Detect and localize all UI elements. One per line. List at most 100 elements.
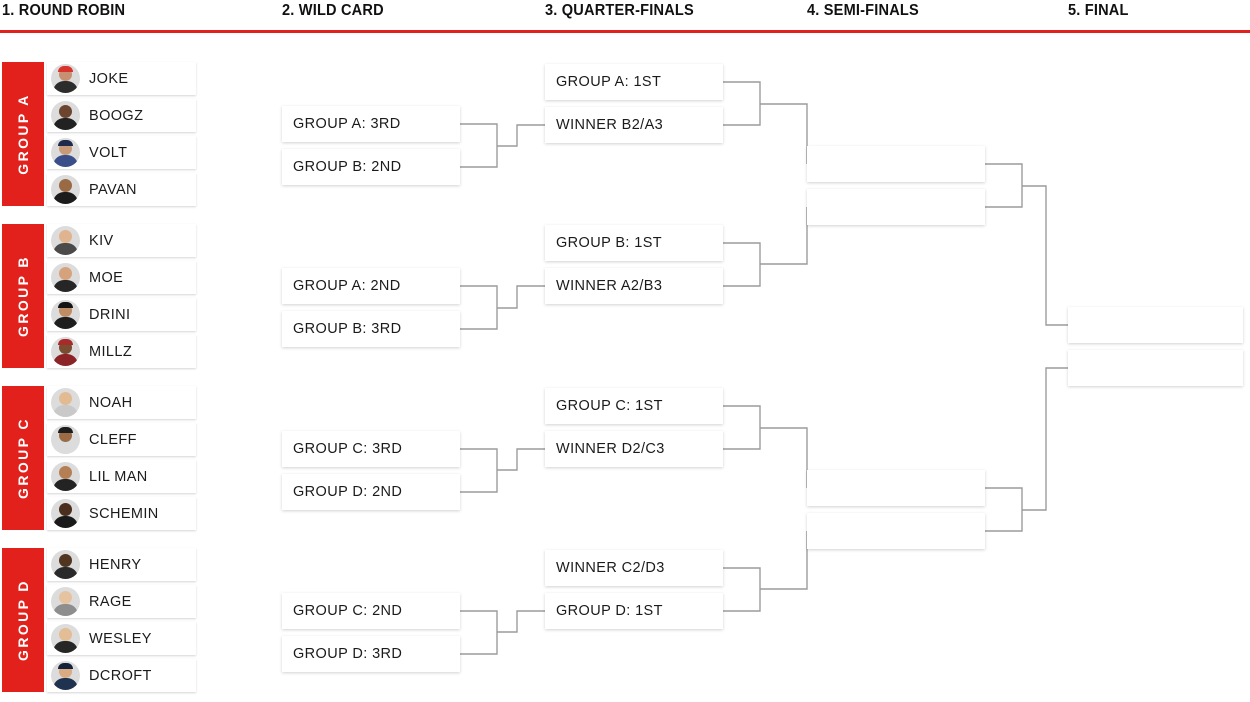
quarterfinal-slot-2[interactable]: WINNER B2/A3: [545, 107, 723, 143]
player-avatar: [51, 587, 80, 616]
group-panel-4: GROUP D HENRY RAGE WESLEY DCROFT: [2, 548, 196, 692]
player-name: BOOGZ: [89, 107, 144, 124]
player-avatar: [51, 624, 80, 653]
quarterfinal-slot-1[interactable]: GROUP A: 1ST: [545, 64, 723, 100]
match-slot-label: GROUP D: 1ST: [556, 603, 663, 619]
group-tab-label: GROUP A: [15, 93, 31, 175]
player-row[interactable]: RAGE: [47, 585, 196, 618]
player-avatar: [51, 64, 80, 93]
quarterfinal-slot-3[interactable]: GROUP B: 1ST: [545, 225, 723, 261]
match-slot-label: GROUP D: 3RD: [293, 646, 403, 662]
final-slot-1[interactable]: [1068, 307, 1243, 343]
semifinal-slot-1[interactable]: [807, 146, 985, 182]
group-player-list: KIV MOE DRINI MILLZ: [47, 224, 196, 368]
wildcard-slot-3[interactable]: GROUP A: 2ND: [282, 268, 460, 304]
player-row[interactable]: BOOGZ: [47, 99, 196, 132]
group-player-list: HENRY RAGE WESLEY DCROFT: [47, 548, 196, 692]
player-name: LIL MAN: [89, 468, 148, 485]
group-panel-1: GROUP A JOKE BOOGZ VOLT PAVAN: [2, 62, 196, 206]
player-avatar: [51, 300, 80, 329]
player-avatar: [51, 337, 80, 366]
player-name: PAVAN: [89, 181, 137, 198]
match-slot-label: GROUP A: 2ND: [293, 278, 401, 294]
match-slot-label: GROUP B: 1ST: [556, 235, 663, 251]
player-avatar: [51, 101, 80, 130]
player-name: KIV: [89, 232, 114, 249]
semifinal-slot-3[interactable]: [807, 470, 985, 506]
match-slot-label: GROUP D: 2ND: [293, 484, 403, 500]
player-row[interactable]: PAVAN: [47, 173, 196, 206]
player-name: CLEFF: [89, 431, 137, 448]
group-panel-2: GROUP B KIV MOE DRINI MILLZ: [2, 224, 196, 368]
player-name: MILLZ: [89, 343, 133, 360]
quarterfinal-slot-6[interactable]: WINNER D2/C3: [545, 431, 723, 467]
player-name: NOAH: [89, 394, 133, 411]
player-row[interactable]: SCHEMIN: [47, 497, 196, 530]
player-name: MOE: [89, 269, 124, 286]
wildcard-slot-7[interactable]: GROUP C: 2ND: [282, 593, 460, 629]
player-name: VOLT: [89, 144, 128, 161]
round-header-4: 4. SEMI-FINALS: [807, 2, 919, 19]
player-row[interactable]: JOKE: [47, 62, 196, 95]
match-slot-label: GROUP C: 1ST: [556, 398, 663, 414]
group-tab-label: GROUP B: [15, 255, 31, 337]
player-name: DRINI: [89, 306, 131, 323]
player-avatar: [51, 550, 80, 579]
player-row[interactable]: WESLEY: [47, 622, 196, 655]
player-name: JOKE: [89, 70, 129, 87]
player-row[interactable]: DRINI: [47, 298, 196, 331]
semifinal-slot-2[interactable]: [807, 189, 985, 225]
wildcard-slot-4[interactable]: GROUP B: 3RD: [282, 311, 460, 347]
player-avatar: [51, 388, 80, 417]
group-tab-label: GROUP C: [15, 417, 31, 499]
group-tab-1: GROUP A: [2, 62, 44, 206]
quarterfinal-slot-5[interactable]: GROUP C: 1ST: [545, 388, 723, 424]
match-slot-label: GROUP A: 3RD: [293, 116, 401, 132]
header-divider-rule: [0, 30, 1250, 33]
player-avatar: [51, 499, 80, 528]
player-name: DCROFT: [89, 667, 152, 684]
group-tab-label: GROUP D: [15, 579, 31, 661]
round-header-2: 2. WILD CARD: [282, 2, 384, 19]
player-avatar: [51, 175, 80, 204]
round-header-5: 5. FINAL: [1068, 2, 1129, 19]
wildcard-slot-8[interactable]: GROUP D: 3RD: [282, 636, 460, 672]
player-name: HENRY: [89, 556, 142, 573]
wildcard-slot-6[interactable]: GROUP D: 2ND: [282, 474, 460, 510]
player-name: SCHEMIN: [89, 505, 159, 522]
semifinal-slot-4[interactable]: [807, 513, 985, 549]
player-name: RAGE: [89, 593, 132, 610]
match-slot-label: GROUP B: 3RD: [293, 321, 402, 337]
player-row[interactable]: KIV: [47, 224, 196, 257]
player-row[interactable]: VOLT: [47, 136, 196, 169]
match-slot-label: GROUP B: 2ND: [293, 159, 402, 175]
quarterfinal-slot-8[interactable]: GROUP D: 1ST: [545, 593, 723, 629]
match-slot-label: GROUP A: 1ST: [556, 74, 662, 90]
player-avatar: [51, 661, 80, 690]
group-panel-3: GROUP C NOAH CLEFF LIL MAN SCHEMIN: [2, 386, 196, 530]
group-player-list: NOAH CLEFF LIL MAN SCHEMIN: [47, 386, 196, 530]
player-avatar: [51, 462, 80, 491]
group-tab-2: GROUP B: [2, 224, 44, 368]
quarterfinal-slot-7[interactable]: WINNER C2/D3: [545, 550, 723, 586]
group-tab-4: GROUP D: [2, 548, 44, 692]
quarterfinal-slot-4[interactable]: WINNER A2/B3: [545, 268, 723, 304]
player-row[interactable]: MILLZ: [47, 335, 196, 368]
player-row[interactable]: NOAH: [47, 386, 196, 419]
match-slot-label: GROUP C: 3RD: [293, 441, 403, 457]
wildcard-slot-1[interactable]: GROUP A: 3RD: [282, 106, 460, 142]
player-row[interactable]: HENRY: [47, 548, 196, 581]
match-slot-label: WINNER C2/D3: [556, 560, 665, 576]
player-row[interactable]: DCROFT: [47, 659, 196, 692]
final-slot-2[interactable]: [1068, 350, 1243, 386]
player-row[interactable]: MOE: [47, 261, 196, 294]
wildcard-slot-2[interactable]: GROUP B: 2ND: [282, 149, 460, 185]
player-row[interactable]: CLEFF: [47, 423, 196, 456]
wildcard-slot-5[interactable]: GROUP C: 3RD: [282, 431, 460, 467]
group-tab-3: GROUP C: [2, 386, 44, 530]
player-name: WESLEY: [89, 630, 152, 647]
player-row[interactable]: LIL MAN: [47, 460, 196, 493]
match-slot-label: WINNER A2/B3: [556, 278, 663, 294]
round-header-3: 3. QUARTER-FINALS: [545, 2, 694, 19]
